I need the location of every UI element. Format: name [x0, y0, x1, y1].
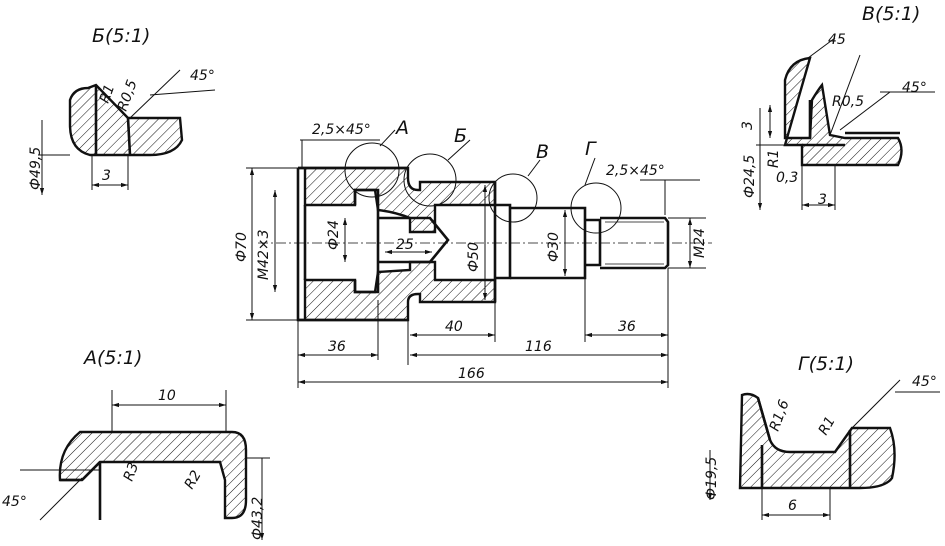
- svg-text:10: 10: [158, 388, 176, 404]
- dim-36-left: 36: [328, 339, 346, 355]
- view-a: А(5:1) 10 R3 R2 45° Ф43,2: [2, 347, 270, 540]
- svg-text:0,3: 0,3: [776, 170, 798, 186]
- view-g-title: Г(5:1): [798, 353, 854, 375]
- detail-circle-g: [570, 182, 622, 234]
- view-g: Г(5:1) R1,6 R1 45° Ф19,5 6: [704, 353, 940, 520]
- dim-166: 166: [458, 366, 485, 382]
- inner-bore: [303, 188, 450, 294]
- svg-text:R1: R1: [97, 82, 118, 105]
- svg-text:Ф43,2: Ф43,2: [250, 497, 266, 540]
- svg-text:Ф24,5: Ф24,5: [742, 155, 758, 198]
- dim-m24: М24: [692, 228, 708, 258]
- svg-text:45°: 45°: [190, 68, 215, 84]
- svg-text:R3: R3: [121, 460, 142, 483]
- svg-text:R0,5: R0,5: [115, 78, 141, 114]
- svg-text:3: 3: [102, 168, 111, 184]
- svg-text:R1,6: R1,6: [767, 398, 793, 434]
- svg-text:R2: R2: [182, 468, 205, 492]
- view-v: В(5:1) 45 R0,5 45° 3 Ф24,5 R1 0,3 3: [740, 3, 935, 210]
- detail-label-a: А: [394, 117, 409, 139]
- view-b: Б(5:1) 3 Ф49,5 R1 R0,5 45°: [28, 25, 216, 195]
- thread-m24: [600, 216, 670, 270]
- svg-text:Ф19,5: Ф19,5: [704, 457, 720, 500]
- dim-36-right: 36: [618, 319, 636, 335]
- dim-d30: Ф30: [546, 232, 562, 262]
- main-view: 2,5×45° А Б В Г 2,5×45° Ф70 М42×3 Ф24 25…: [234, 117, 712, 388]
- detail-label-g: Г: [585, 138, 597, 160]
- view-b-title: Б(5:1): [92, 25, 150, 47]
- dim-d70: Ф70: [234, 232, 250, 262]
- detail-label-v: В: [536, 141, 549, 163]
- svg-text:45°: 45°: [2, 494, 27, 510]
- svg-text:45°: 45°: [912, 374, 937, 390]
- svg-text:6: 6: [788, 498, 797, 514]
- svg-text:45°: 45°: [902, 80, 927, 96]
- view-a-title: А(5:1): [82, 347, 142, 369]
- svg-text:Ф49,5: Ф49,5: [28, 147, 44, 190]
- detail-label-b: Б: [454, 125, 467, 147]
- detail-circle-b: [403, 153, 457, 207]
- view-v-title: В(5:1): [862, 3, 920, 25]
- dim-116: 116: [525, 339, 552, 355]
- svg-text:3: 3: [818, 192, 827, 208]
- dim-d24: Ф24: [326, 220, 342, 250]
- detail-circle-a: [344, 142, 400, 198]
- svg-text:R1: R1: [766, 149, 782, 168]
- svg-text:R1: R1: [816, 414, 839, 438]
- svg-text:45: 45: [828, 32, 846, 48]
- dim-d50: Ф50: [466, 242, 482, 272]
- dim-25: 25: [396, 237, 414, 253]
- chamfer-right-label: 2,5×45°: [606, 163, 665, 179]
- dim-m42: М42×3: [256, 229, 272, 280]
- svg-text:3: 3: [740, 121, 756, 130]
- dim-40: 40: [445, 319, 463, 335]
- chamfer-left-label: 2,5×45°: [312, 122, 371, 138]
- detail-circle-v: [488, 173, 538, 223]
- svg-text:R0,5: R0,5: [832, 94, 864, 110]
